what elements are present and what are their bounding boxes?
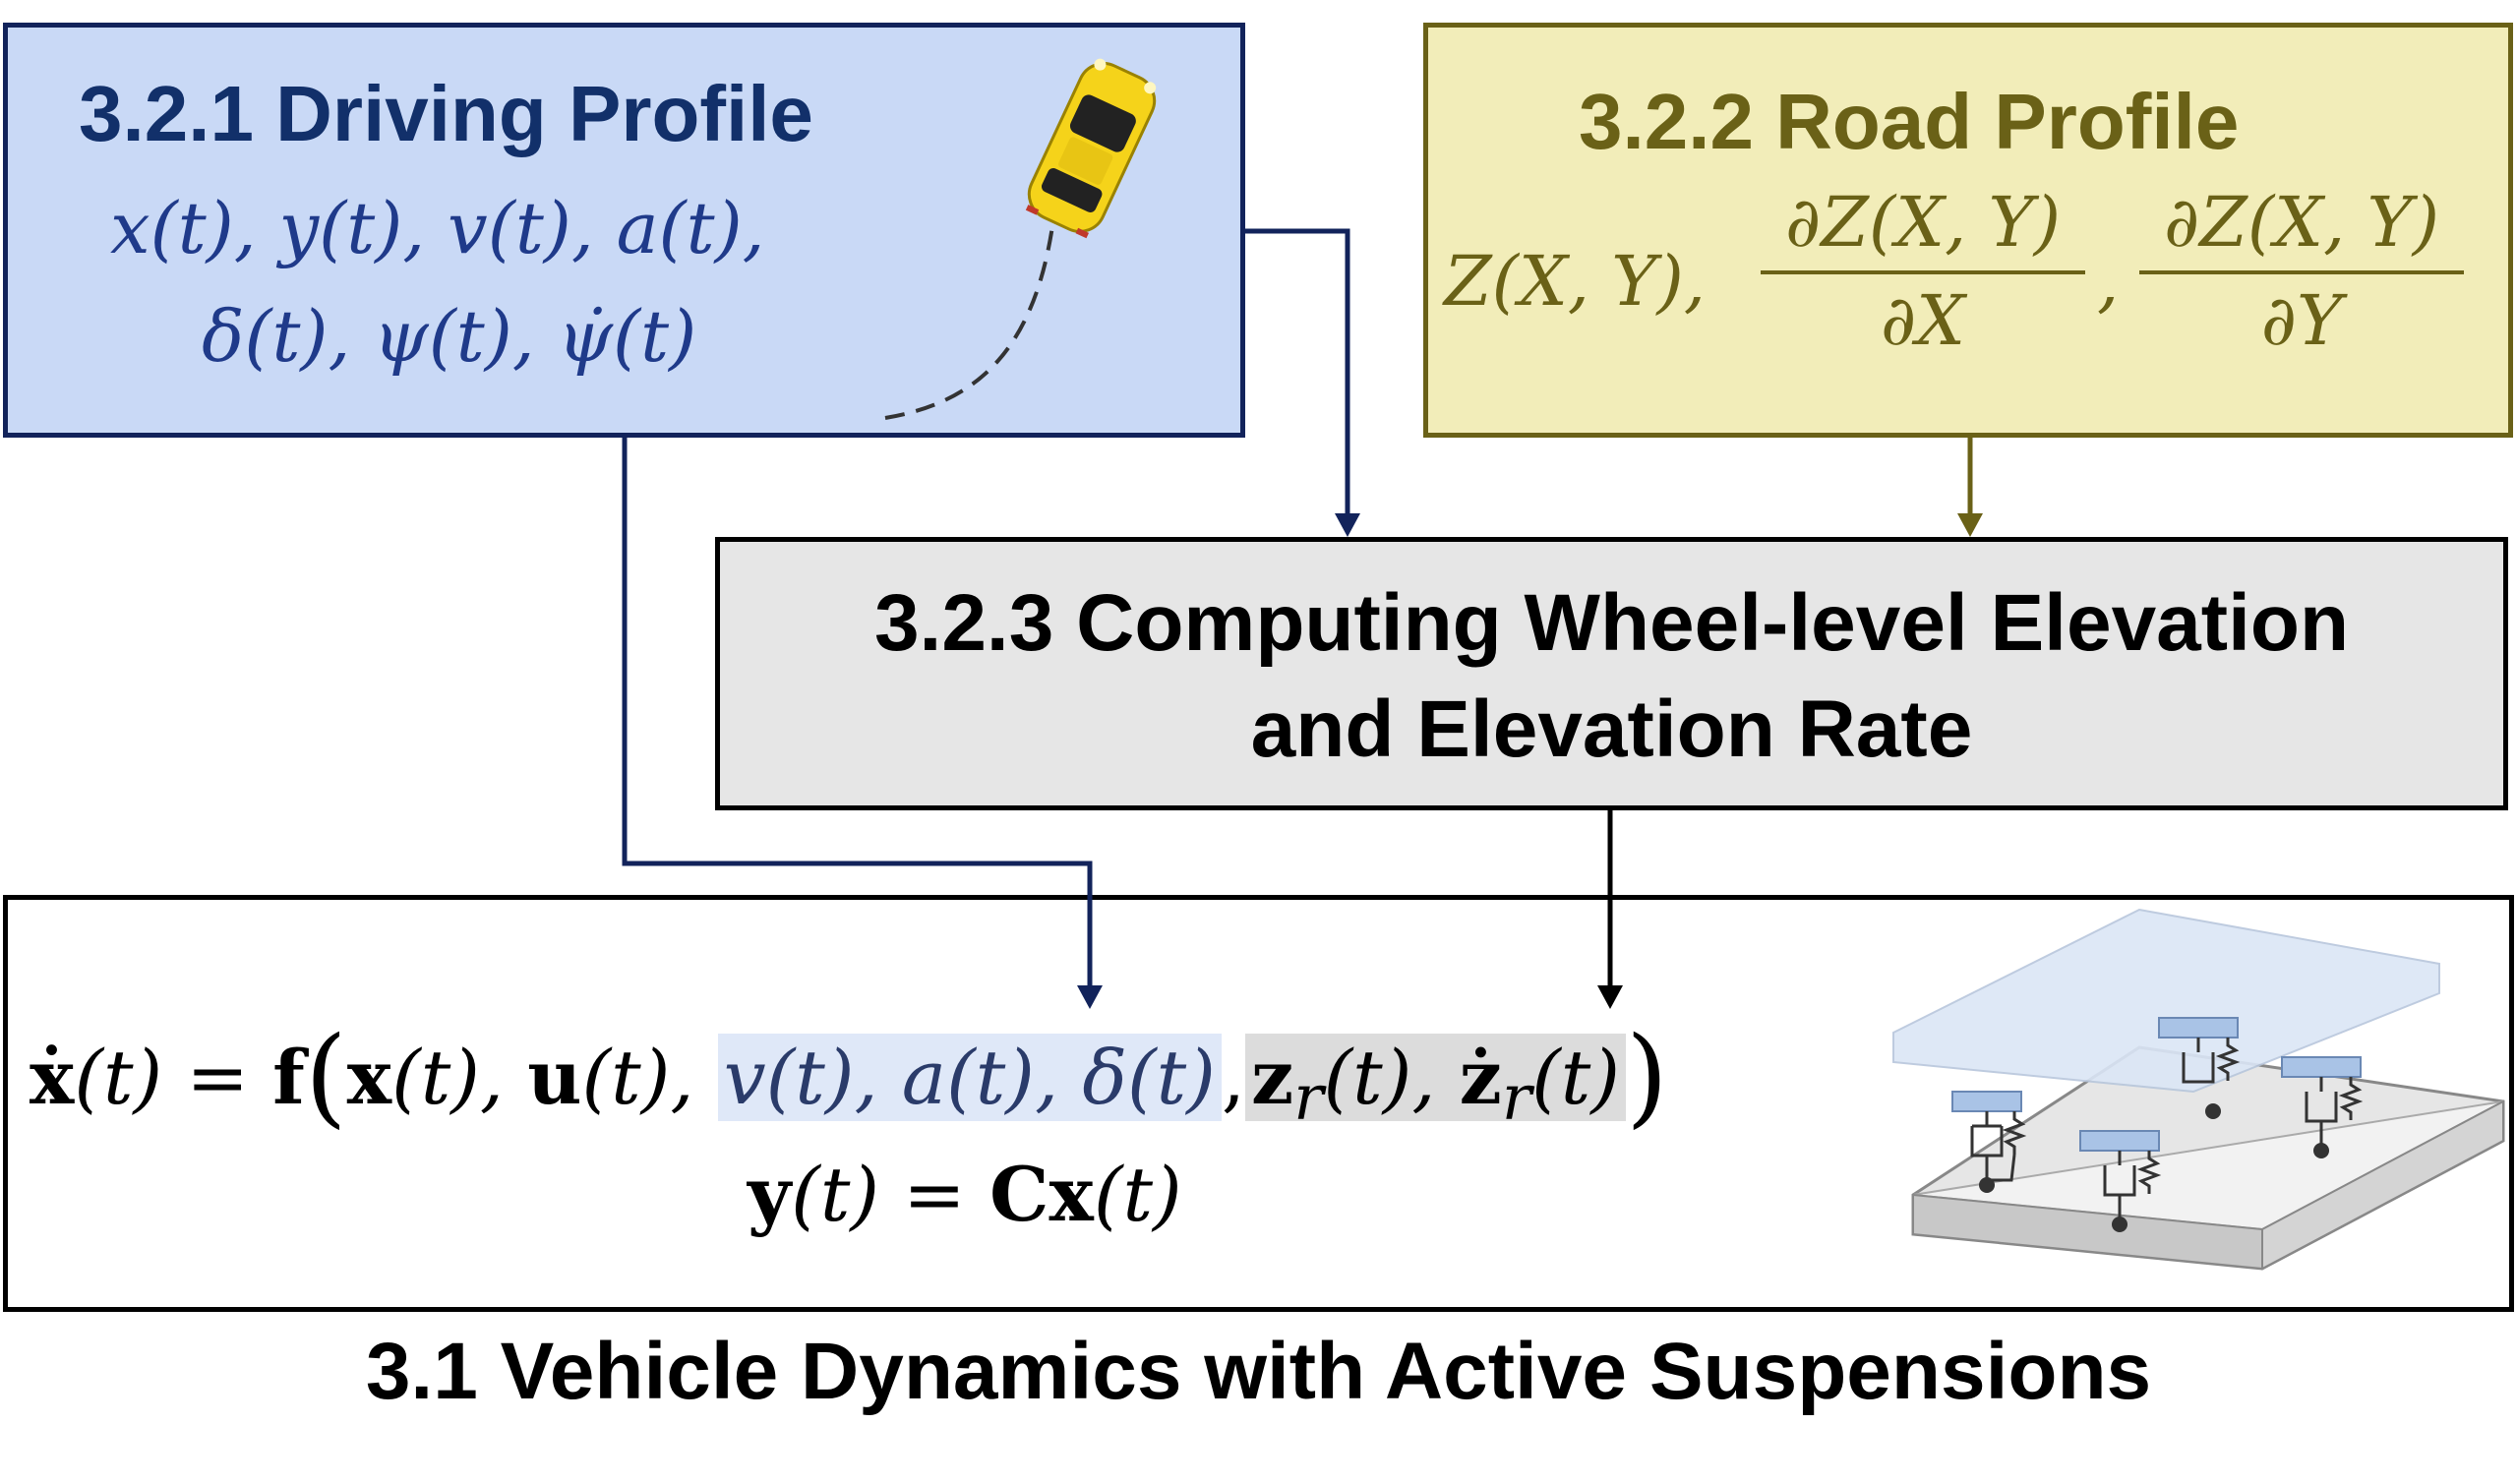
arrowhead-computing-to-dynamics bbox=[1597, 985, 1623, 1009]
computing-title-line2: and Elevation Rate bbox=[1250, 684, 1973, 774]
state-vector: x bbox=[346, 1034, 392, 1121]
state-equation: ẋ(t) = f(x(t), u(t), v(t), a(t), δ(t),zr… bbox=[30, 1013, 1668, 1139]
car-top-view-icon bbox=[884, 58, 1157, 420]
arrowhead-road-to-computing bbox=[1957, 513, 1983, 537]
road-elevation-vector: z bbox=[1251, 1034, 1294, 1121]
road-elevation-rate-vector: ż bbox=[1459, 1034, 1502, 1121]
road-gradient-x-denominator: ∂X bbox=[1880, 280, 1966, 361]
dynamics-function: f bbox=[272, 1034, 305, 1121]
output-equation: y(t) = Cx(t) bbox=[748, 1151, 1182, 1238]
output-vector: y bbox=[748, 1151, 792, 1238]
output-matrix: C bbox=[989, 1151, 1049, 1238]
arrowhead-driving-to-computing bbox=[1335, 513, 1360, 537]
road-gradient-y-denominator: ∂Y bbox=[2260, 280, 2343, 361]
road-profile-title: 3.2.2 Road Profile bbox=[1579, 78, 2240, 165]
close-paren: ) bbox=[1625, 1013, 1668, 1139]
output-equals-sign: = bbox=[879, 1151, 990, 1238]
input-separator: , bbox=[1221, 1034, 1246, 1121]
state-vector-arg: (t), bbox=[391, 1034, 528, 1121]
road-profile-box bbox=[1423, 23, 2513, 438]
driving-profile-box bbox=[3, 23, 1245, 438]
driving-profile-variables-line2: δ(t), ψ(t), ψ̇(t) bbox=[202, 295, 697, 378]
road-separator: , bbox=[2097, 241, 2120, 322]
road-gradient-x-numerator: ∂Z(X, Y) bbox=[1761, 182, 2085, 274]
vehicle-dynamics-caption: 3.1 Vehicle Dynamics with Active Suspens… bbox=[365, 1327, 2152, 1416]
control-input-arg: (t), bbox=[581, 1034, 718, 1121]
output-state-arg: (t) bbox=[1093, 1151, 1182, 1238]
computing-elevation-box bbox=[715, 537, 2508, 810]
state-derivative-arg: (t) bbox=[74, 1034, 163, 1121]
output-state-vector: x bbox=[1049, 1151, 1094, 1238]
control-input: u bbox=[527, 1034, 582, 1121]
output-vector-arg: (t) bbox=[791, 1151, 880, 1238]
road-elevation-arg: (t), bbox=[1323, 1034, 1460, 1121]
road-gradient-x-fraction: ∂Z(X, Y) ∂X bbox=[1761, 182, 2085, 361]
equals-sign: = bbox=[162, 1034, 273, 1121]
road-elevation-subscript: r bbox=[1293, 1061, 1324, 1135]
computing-title-line1: 3.2.3 Computing Wheel-level Elevation bbox=[873, 578, 2350, 668]
road-gradient-y-numerator: ∂Z(X, Y) bbox=[2139, 182, 2464, 274]
road-elevation-rate-subscript: r bbox=[1501, 1061, 1532, 1135]
computing-title: 3.2.3 Computing Wheel-level Elevation an… bbox=[715, 570, 2508, 783]
driving-profile-variables-line1: x(t), y(t), v(t), a(t), bbox=[110, 187, 765, 269]
road-inputs-highlight: zr(t), żr(t) bbox=[1245, 1034, 1626, 1134]
state-derivative: ẋ bbox=[30, 1034, 75, 1121]
arrow-driving-to-computing bbox=[1245, 228, 1350, 521]
road-gradient-y-fraction: ∂Z(X, Y) ∂Y bbox=[2139, 182, 2464, 361]
driving-profile-title: 3.2.1 Driving Profile bbox=[79, 70, 813, 157]
active-suspension-icon bbox=[1892, 908, 2505, 1271]
arrowhead-driving-to-dynamics bbox=[1077, 985, 1103, 1009]
open-paren: ( bbox=[304, 1013, 347, 1139]
driving-inputs-highlight: v(t), a(t), δ(t) bbox=[717, 1034, 1222, 1121]
road-elevation-function: Z(X, Y), bbox=[1444, 241, 1707, 322]
road-elevation-rate-arg: (t) bbox=[1531, 1034, 1620, 1121]
arrow-driving-to-dynamics bbox=[622, 438, 1093, 991]
